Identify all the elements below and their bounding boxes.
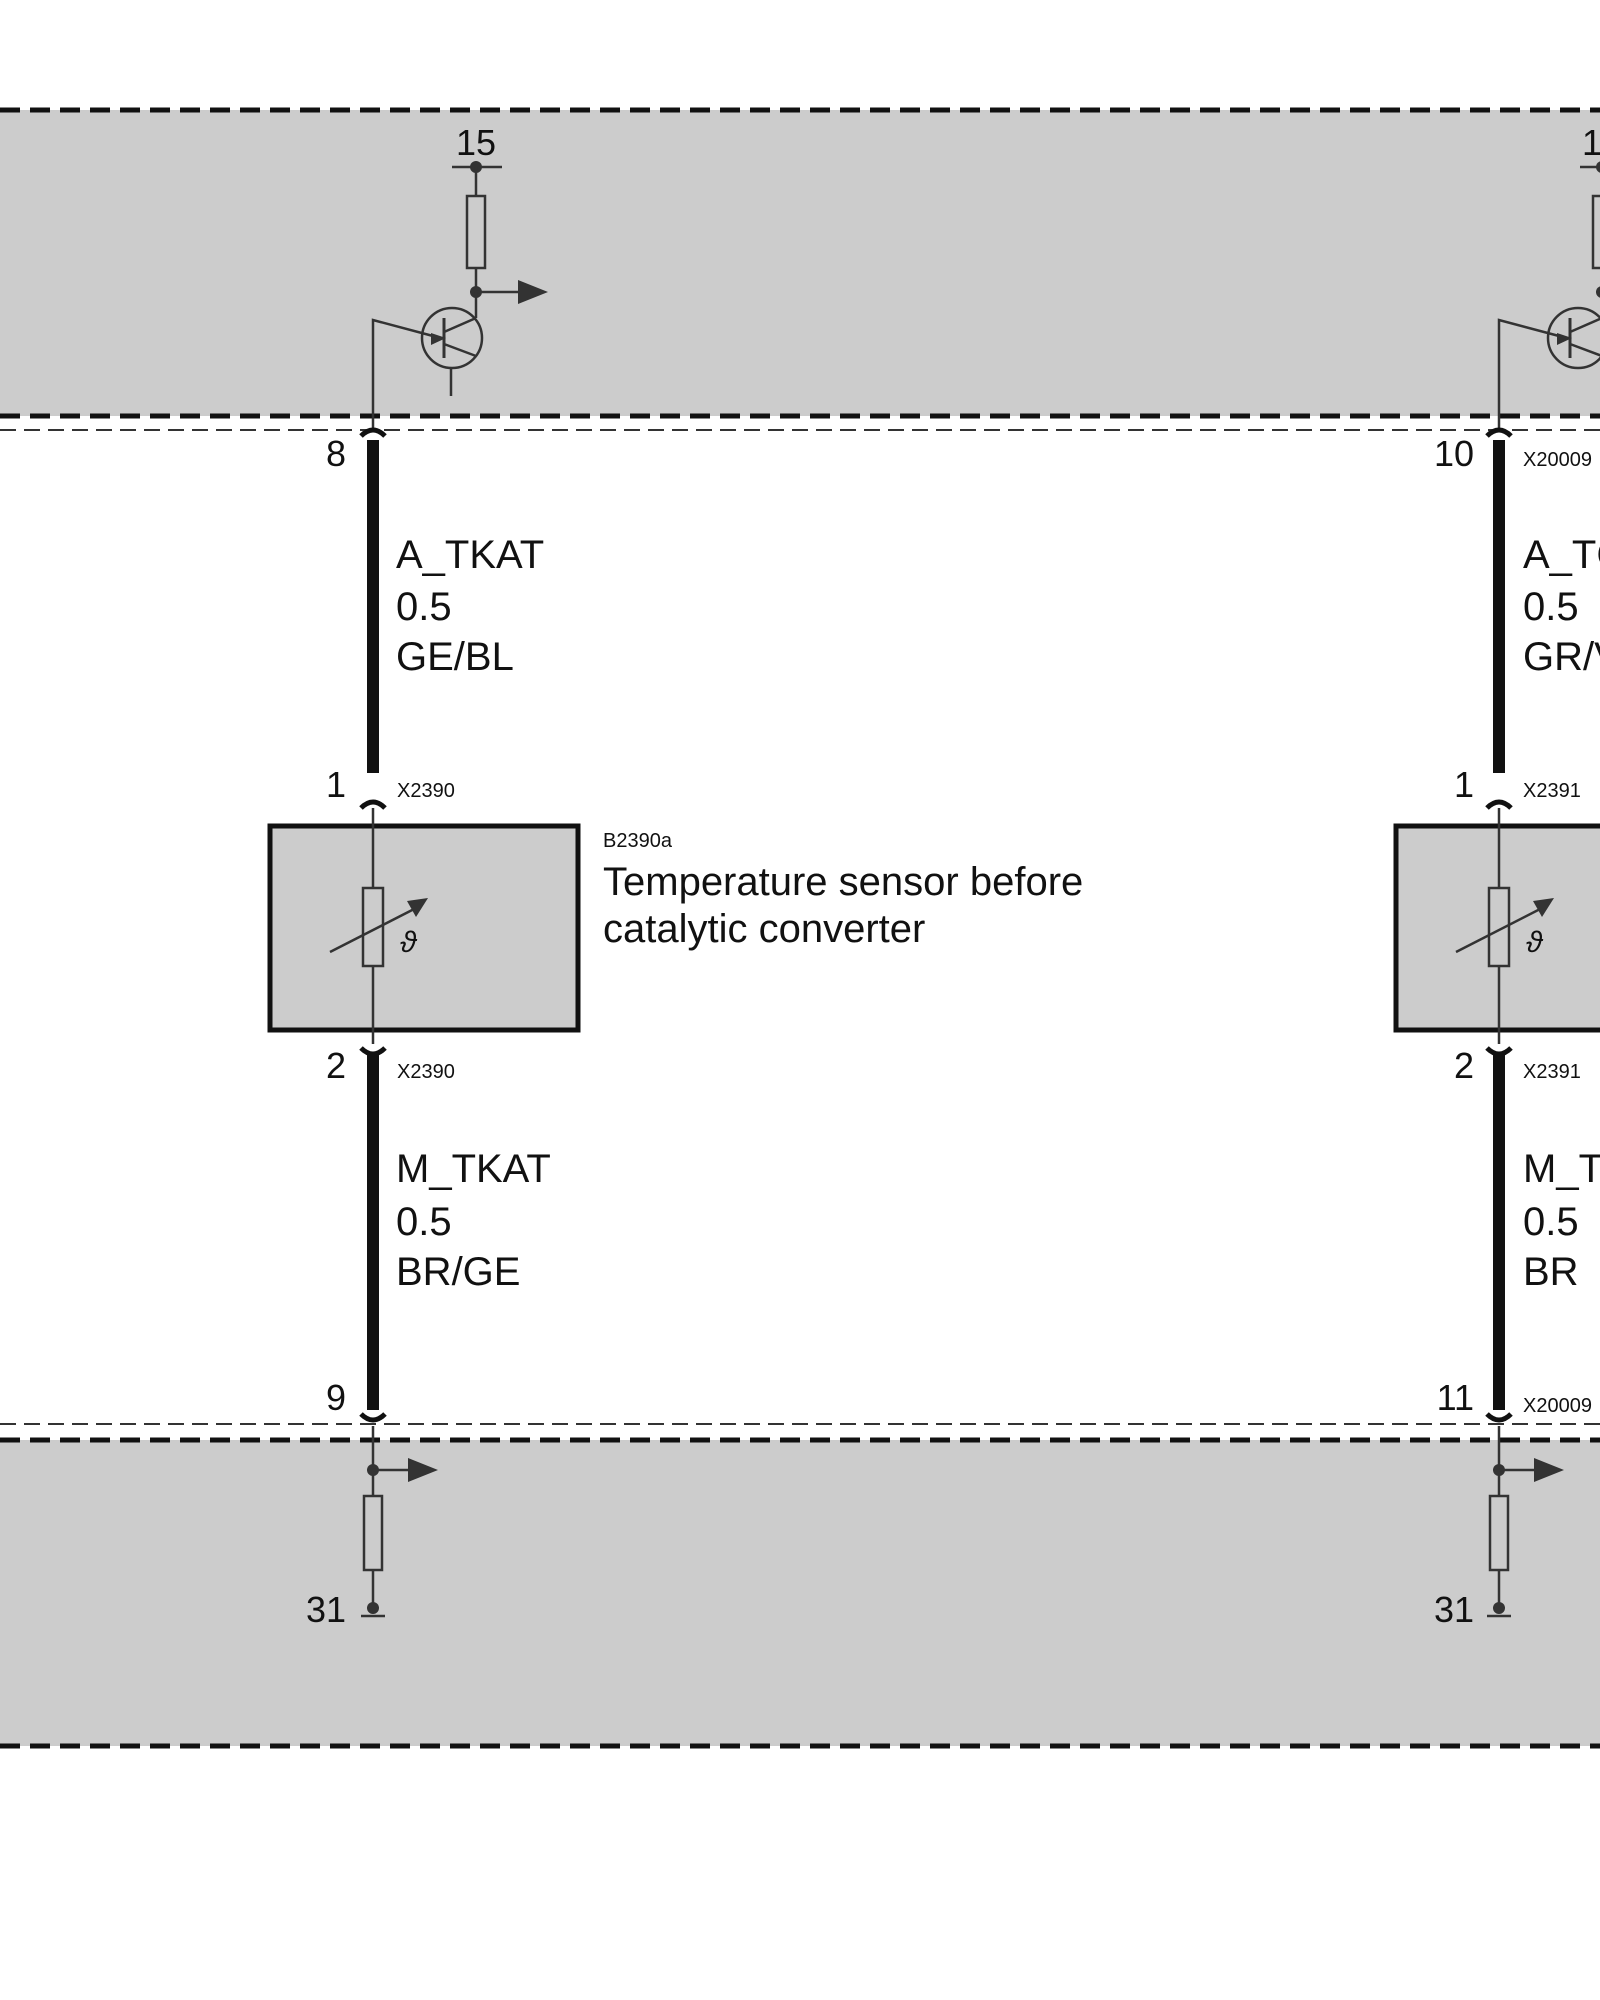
connector-x2390-top-label: X2390 [397, 780, 455, 802]
supply-node-right [1596, 161, 1600, 173]
signal-node-right [1596, 286, 1600, 298]
sensor2-pin-1-contact-icon [1485, 799, 1513, 810]
wire-m-t-gauge: 0.5 [1523, 1200, 1579, 1244]
top-module-fill [0, 110, 1600, 416]
connector-x2391-bottom-label: X2391 [1523, 1061, 1581, 1083]
connector-x2391-top-label: X2391 [1523, 780, 1581, 802]
sensor-pin-1-label: 1 [326, 764, 346, 805]
theta-symbol: ϑ [400, 926, 418, 959]
pin-8-contact-icon [359, 427, 387, 438]
variable-arrow-line [329, 904, 421, 954]
sensor2-pin-1-label: 1 [1454, 764, 1474, 805]
sensor-pin-2-label: 2 [326, 1045, 346, 1086]
right-circuit: 15 10 X20009 A_TC 0.5 GR/V 1 X2391 [1393, 122, 1600, 1630]
wire-m-t-color: BR [1523, 1250, 1579, 1294]
ground-node-right [1493, 1602, 1505, 1614]
pin-9-contact-icon [359, 1412, 387, 1423]
wire-a-tkat-gauge: 0.5 [396, 585, 452, 629]
variable-arrow-icon-right [1533, 898, 1554, 917]
wire-m-tkat-color: BR/GE [396, 1250, 520, 1294]
bottom-module-fill [0, 1440, 1600, 1746]
left-circuit: 15 8 A_TKAT 0.5 GE/BL 1 X2390 [267, 122, 1083, 1630]
variable-arrow-icon [407, 898, 428, 917]
sensor-description-line2: catalytic converter [603, 907, 925, 951]
pin-10-contact-icon [1485, 427, 1513, 438]
sensor-description-line1: Temperature sensor before [603, 860, 1083, 904]
top-module [0, 107, 1600, 419]
pin-11-contact-icon [1485, 1412, 1513, 1423]
wire-a-tkat-name: A_TKAT [396, 533, 544, 577]
wire-a-tc-gauge: 0.5 [1523, 585, 1579, 629]
transistor-arrow-icon [431, 333, 446, 345]
signal-out-arrow-icon [518, 280, 548, 304]
wire-a-tc-color: GR/V [1523, 635, 1600, 679]
wire-m-tkat-gauge: 0.5 [396, 1200, 452, 1244]
wire-m-t-name: M_T [1523, 1147, 1600, 1191]
theta-symbol-right: ϑ [1526, 926, 1544, 959]
input-arrow-icon [408, 1458, 438, 1482]
pin-8-label: 8 [326, 433, 346, 474]
pin-9-label: 9 [326, 1377, 346, 1418]
sensor-pin-1-contact-icon [359, 799, 387, 810]
sensor-b2390a-box [267, 823, 581, 1033]
emitter-line-right [1569, 342, 1600, 357]
transistor-icon-right [1546, 306, 1600, 370]
connector-x20009-top-label: X20009 [1523, 449, 1592, 471]
input-arrow-icon-right [1534, 1458, 1564, 1482]
sensor-id-label: B2390a [603, 830, 673, 852]
emitter-line [443, 342, 477, 358]
supply-terminal-label-right: 15 [1582, 122, 1600, 163]
ground-terminal-label-right: 31 [1434, 1589, 1474, 1630]
variable-arrow-line-right [1455, 904, 1547, 954]
connector-x20009-bottom-label: X20009 [1523, 1395, 1592, 1417]
collector-line [443, 316, 477, 334]
wire-m-tkat-name: M_TKAT [396, 1147, 551, 1191]
ground-terminal-label: 31 [306, 1589, 346, 1630]
sensor2-pin-2-label: 2 [1454, 1045, 1474, 1086]
bottom-module [0, 1437, 1600, 1749]
base-lead-right [1497, 318, 1560, 430]
wire-a-tc-name: A_TC [1523, 533, 1600, 577]
collector-line-right [1569, 317, 1600, 334]
base-lead [371, 318, 434, 430]
transistor-arrow-icon-right [1557, 333, 1572, 345]
pullup-resistor-right [1591, 194, 1600, 270]
pin-11-label: 11 [1437, 1377, 1474, 1418]
wire-a-tkat-color: GE/BL [396, 635, 514, 679]
connector-x2390-bottom-label: X2390 [397, 1061, 455, 1083]
supply-terminal-label: 15 [456, 122, 496, 163]
pin-10-label: 10 [1434, 433, 1474, 474]
ground-node [367, 1602, 379, 1614]
